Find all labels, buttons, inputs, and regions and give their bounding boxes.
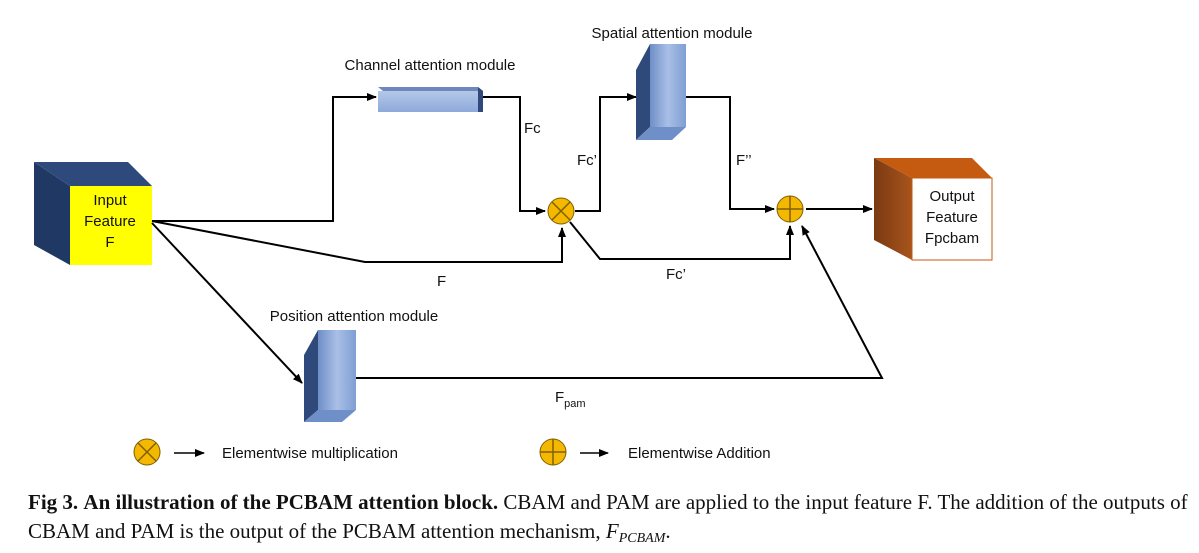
legend-add-symbol bbox=[539, 438, 567, 466]
input-label-line1: Input bbox=[93, 192, 127, 209]
input-label-line3: F bbox=[105, 234, 114, 251]
multiplication-operator bbox=[547, 197, 575, 225]
output-label-line3: Fpcbam bbox=[925, 230, 979, 247]
arrow-input-to-channel bbox=[152, 93, 377, 222]
mult-cross-b bbox=[551, 201, 571, 221]
caption-fig-label: Fig 3. bbox=[28, 490, 79, 514]
input-cube-side bbox=[34, 162, 70, 265]
arrow-input-to-mult-bottom bbox=[151, 220, 566, 263]
output-cube-side bbox=[874, 158, 912, 260]
arrow-spatial-to-add bbox=[686, 96, 775, 213]
output-label-line2: Feature bbox=[926, 209, 978, 226]
arrow-position-to-add bbox=[356, 225, 884, 379]
position-panel-face bbox=[318, 330, 356, 410]
legend-mult-symbol bbox=[133, 438, 161, 466]
channel-attention-module: Channel attention module bbox=[345, 57, 516, 112]
edge-label-fc-prime-top: Fc’ bbox=[577, 152, 597, 169]
output-feature-block: Output Feature Fpcbam bbox=[874, 158, 993, 261]
caption-end: . bbox=[665, 519, 671, 543]
position-module-label: Position attention module bbox=[270, 308, 438, 325]
position-attention-module: Position attention module bbox=[270, 308, 438, 422]
channel-bar-body bbox=[378, 91, 478, 112]
connectors bbox=[151, 93, 884, 384]
arrow-channel-to-mult bbox=[483, 96, 546, 215]
position-panel-dark bbox=[304, 330, 318, 422]
spatial-panel-dark bbox=[636, 44, 650, 140]
spatial-panel-bottom bbox=[636, 127, 686, 140]
channel-module-label: Channel attention module bbox=[345, 57, 516, 74]
input-label-line2: Feature bbox=[84, 213, 136, 230]
channel-bar-top bbox=[378, 87, 483, 91]
edge-label-fc: Fc bbox=[524, 120, 541, 137]
spatial-panel-face bbox=[650, 44, 686, 127]
channel-bar-end bbox=[478, 87, 483, 112]
legend: Elementwise multiplication Elementwise A… bbox=[133, 438, 771, 466]
edge-label-f-double-prime: F’’ bbox=[736, 152, 752, 169]
output-label-line1: Output bbox=[929, 188, 975, 205]
output-cube-front bbox=[911, 177, 993, 261]
edge-label-fc-prime-bottom: Fc’ bbox=[666, 266, 686, 283]
caption-symbol-sub: PCBAM bbox=[618, 531, 666, 546]
input-cube-top bbox=[34, 162, 152, 186]
f-pam-sub: pam bbox=[564, 398, 585, 410]
legend-mult-label: Elementwise multiplication bbox=[222, 445, 398, 462]
input-feature-block: Input Feature F bbox=[34, 162, 152, 265]
arrow-mult-to-add-bottom bbox=[569, 221, 794, 260]
spatial-module-label: Spatial attention module bbox=[592, 25, 753, 42]
arrow-mult-to-spatial bbox=[575, 93, 637, 212]
arrow-input-to-position bbox=[151, 222, 303, 384]
position-panel-bottom bbox=[304, 410, 356, 422]
legend-add-label: Elementwise Addition bbox=[628, 445, 771, 462]
output-cube-top bbox=[874, 158, 992, 178]
caption-symbol: FPCBAM bbox=[605, 519, 666, 546]
pcbam-diagram: Input Feature F Output Feature Fpcbam bbox=[34, 25, 993, 466]
spatial-attention-module: Spatial attention module bbox=[592, 25, 753, 140]
input-cube-front bbox=[70, 186, 152, 265]
caption-symbol-base: F bbox=[605, 519, 619, 543]
caption-text: CBAM and PAM are applied to the input fe… bbox=[28, 490, 1188, 543]
figure-caption: Fig 3. An illustration of the PCBAM atte… bbox=[28, 488, 1188, 546]
edge-label-f-pam: Fpam bbox=[555, 389, 586, 410]
edge-label-f-bottom: F bbox=[437, 273, 446, 290]
caption-title: An illustration of the PCBAM attention b… bbox=[83, 490, 499, 514]
addition-operator bbox=[776, 195, 804, 223]
f-pam-base: F bbox=[555, 389, 564, 406]
